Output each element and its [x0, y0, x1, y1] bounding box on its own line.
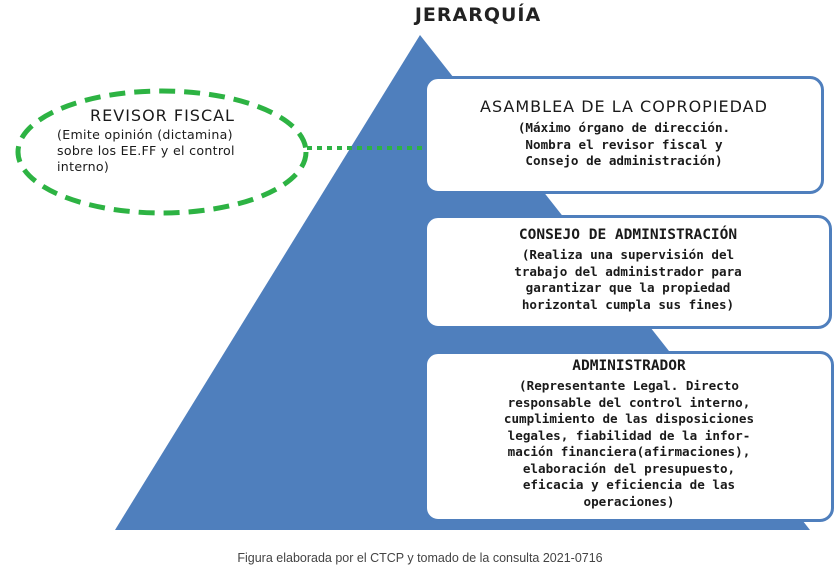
- revisor-outline: [15, 88, 309, 216]
- level-consejo-box: CONSEJO DE ADMINISTRACIÓN (Realiza una s…: [424, 215, 832, 329]
- level-asamblea-description: (Máximo órgano de dirección. Nombra el r…: [517, 120, 731, 168]
- figure-caption: Figura elaborada por el CTCP y tomado de…: [237, 551, 603, 565]
- revisor-fiscal: REVISOR FISCAL (Emite opinión (dictamina…: [17, 89, 308, 215]
- level-administrador-description: (Representante Legal. Directo responsabl…: [503, 378, 755, 509]
- diagram-title: JERARQUÍA: [414, 4, 542, 26]
- level-administrador-heading: ADMINISTRADOR: [572, 358, 686, 374]
- revisor-heading: REVISOR FISCAL: [90, 106, 235, 125]
- level-consejo-description: (Realiza una supervisión del trabajo del…: [514, 247, 742, 312]
- level-administrador-box: ADMINISTRADOR (Representante Legal. Dire…: [424, 351, 834, 522]
- revisor-description: (Emite opinión (dictamina) sobre los EE.…: [57, 127, 235, 174]
- level-consejo-heading: CONSEJO DE ADMINISTRACIÓN: [518, 227, 738, 243]
- level-asamblea-box: ASAMBLEA DE LA COPROPIEDAD (Máximo órgan…: [424, 76, 824, 194]
- level-asamblea-heading: ASAMBLEA DE LA COPROPIEDAD: [480, 97, 768, 116]
